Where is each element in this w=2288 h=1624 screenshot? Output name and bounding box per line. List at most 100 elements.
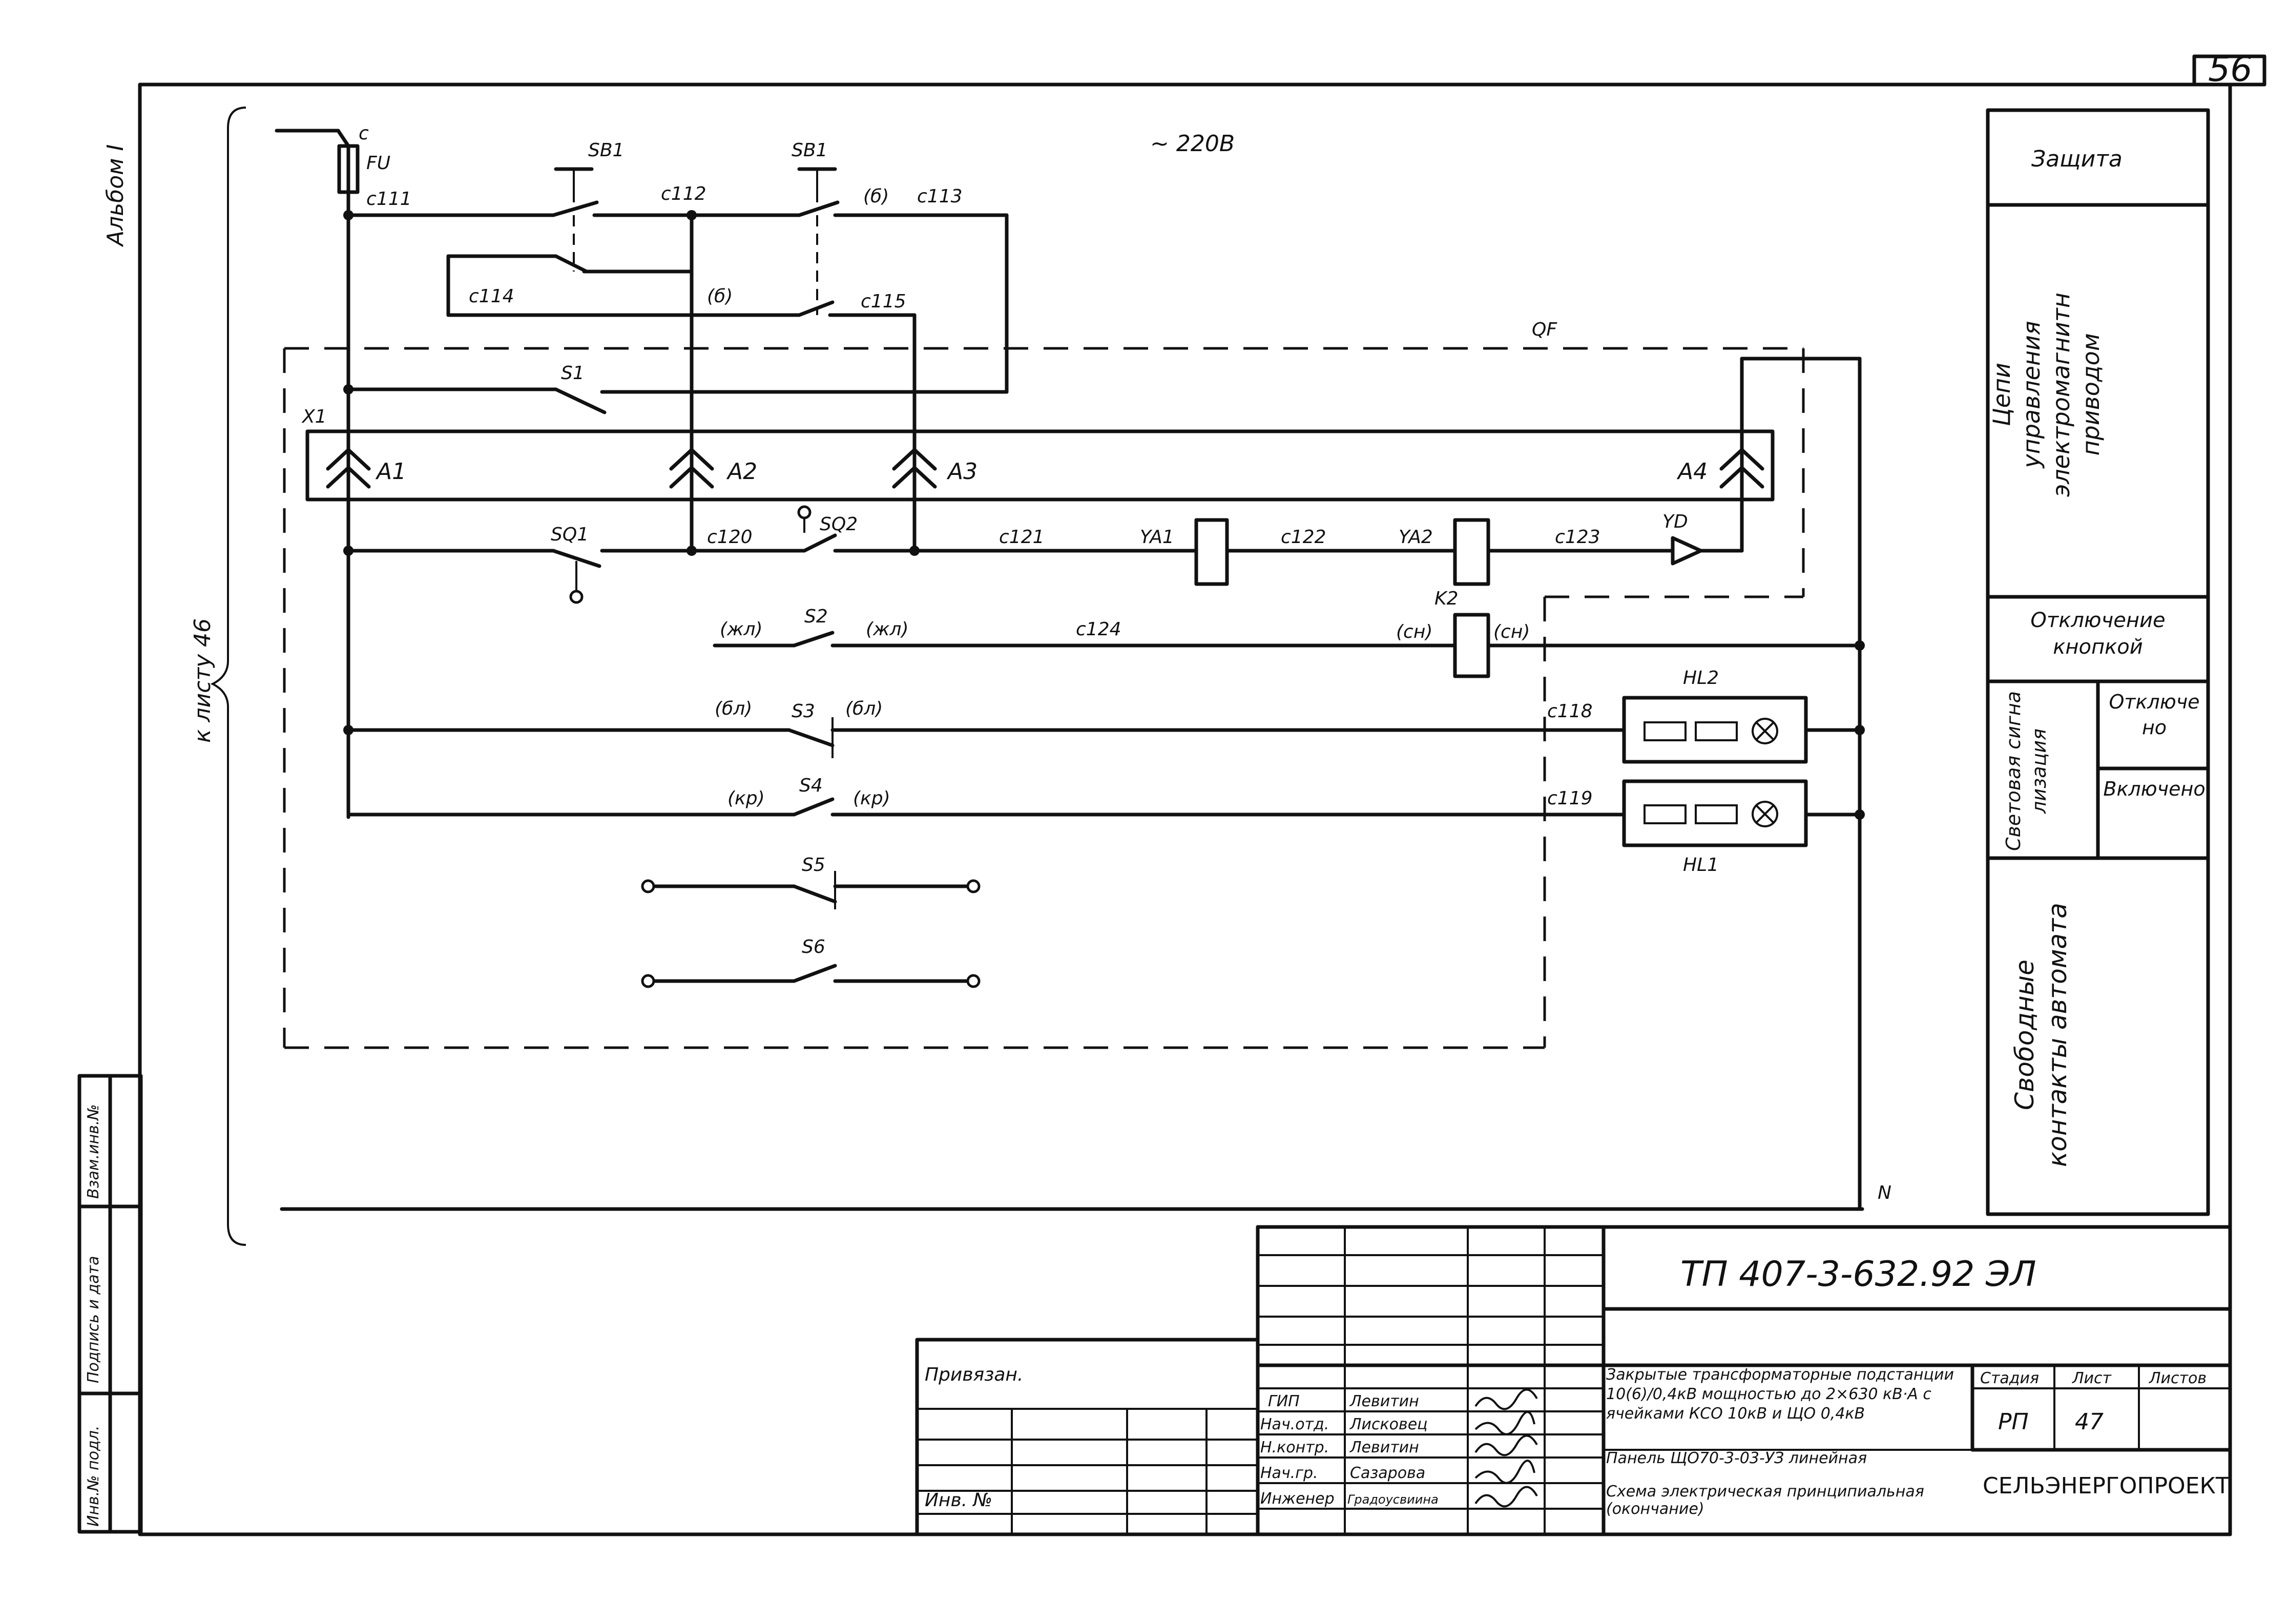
wire-kr-label: (кр) [853, 788, 890, 809]
junction-dot [343, 210, 353, 220]
wire-kr-label: (кр) [727, 788, 765, 809]
legend-control: Цепи управления электромагнитным приводо… [1988, 292, 2105, 497]
role-gip: ГИП [1268, 1392, 1300, 1410]
album-label: Альбом I [102, 144, 129, 247]
sheet-reference-brace [210, 107, 246, 1246]
junction-dot [1855, 725, 1865, 735]
s6-label: S6 [802, 936, 825, 957]
legend-signal: Световая сигнализация [2002, 691, 2050, 851]
terminal-a4-label: A4 [1676, 459, 1708, 485]
wire-c120-label: с120 [707, 527, 753, 548]
name-engineer: Градоусвиина [1347, 1492, 1439, 1507]
hl2-label: HL2 [1683, 668, 1719, 689]
stage-value: РП [1998, 1409, 2029, 1435]
junction-dot [909, 546, 920, 556]
wire-b-label: (б) [707, 286, 733, 307]
voltage-label: ~ 220В [1150, 131, 1235, 157]
x1-label: X1 [301, 406, 327, 427]
sb1-left-label: SB1 [588, 140, 624, 161]
role-head-group: Нач.гр. [1260, 1464, 1318, 1482]
left-stamp-strip [77, 1074, 143, 1534]
coil-ya2 [1453, 518, 1490, 586]
legend-off: Отключено [2109, 691, 2200, 739]
sq2-label: SQ2 [820, 514, 858, 535]
page-number: 56 [2208, 49, 2253, 90]
junction-dot [343, 384, 353, 394]
legend-protection: Защита [2031, 146, 2123, 172]
s3-label: S3 [792, 701, 815, 722]
ya2-label: YA2 [1399, 527, 1433, 548]
wire-sn-label: (сн) [1396, 621, 1432, 642]
stamp-field-signature: Подпись и дата [85, 1256, 102, 1384]
yd-label: YD [1662, 511, 1688, 532]
sb1-right-label: SB1 [792, 140, 827, 161]
name-head-dept: Лисковец [1349, 1415, 1428, 1433]
lamp-hl2 [1622, 696, 1808, 764]
terminal-a3-label: A3 [946, 459, 977, 485]
phase-label: с [359, 123, 369, 144]
s4-label: S4 [799, 775, 823, 796]
switch-s6 [646, 964, 975, 983]
switch-s5 [646, 871, 975, 909]
wire-c119-label: с119 [1547, 788, 1593, 809]
project-title: Закрытые трансформаторные подстанции 10(… [1606, 1366, 1954, 1423]
sheet-number: 47 [2075, 1409, 2104, 1435]
terminal-point [641, 974, 655, 988]
sheet-title: Схема электрическая принципиальная (окон… [1606, 1483, 1924, 1518]
signal-off-circuit [346, 717, 1862, 758]
wire-sn-label: (сн) [1493, 621, 1530, 642]
role-head-dept: Нач.отд. [1260, 1415, 1329, 1433]
wire-c123-label: с123 [1555, 527, 1600, 548]
wire-c121-label: с121 [999, 527, 1045, 548]
wire-b-label: (б) [863, 186, 889, 207]
stage-header: Стадия [1980, 1369, 2039, 1387]
organization: СЕЛЬЭНЕРГОПРОЕКТ [1983, 1473, 2230, 1499]
name-norm-control: Левитин [1349, 1439, 1419, 1456]
signature-marks [1474, 1388, 1538, 1508]
junction-dot [343, 546, 353, 556]
legend-on: Включено [2103, 778, 2206, 800]
junction-dot [343, 725, 353, 735]
wire-bl-label: (бл) [715, 698, 752, 719]
terminal-a1-label: A1 [375, 459, 406, 485]
wire-zhl-label: (жл) [720, 619, 763, 640]
qf-label: QF [1532, 319, 1557, 340]
hl1-label: HL1 [1683, 855, 1719, 876]
diode-yd [1671, 536, 1703, 566]
sheet-frame [138, 54, 2266, 1536]
wire-c118-label: с118 [1547, 701, 1593, 722]
power-rails [275, 129, 1864, 1211]
terminal-a2 [669, 448, 714, 489]
ya1-label: YA1 [1140, 527, 1174, 548]
signal-on-circuit [346, 797, 1862, 817]
wire-c112-label: с112 [661, 183, 706, 204]
terminal-a1 [326, 439, 371, 494]
terminal-point [966, 879, 981, 893]
legend-trip: Отключение кнопкой [2030, 609, 2166, 659]
sheet-header: Лист [2072, 1369, 2112, 1387]
legend-column [1986, 108, 2210, 1216]
name-head-group: Сазарова [1350, 1464, 1425, 1482]
role-engineer: Инженер [1260, 1490, 1335, 1508]
junction-dot [1855, 809, 1865, 820]
stamp-field-replaced: Взам.инв.№ [85, 1104, 102, 1199]
panel-name: Панель ЩО70-3-03-УЗ линейная [1606, 1450, 1867, 1467]
wire-c111-label: с111 [366, 189, 412, 210]
doc-code: ТП 407-3-632.92 ЭЛ [1680, 1254, 2036, 1295]
stamp-field-inv: Инв.№ подл. [85, 1426, 102, 1527]
coil-circuit [346, 517, 1744, 592]
lamp-hl1 [1622, 779, 1808, 847]
terminal-a4 [1719, 357, 1862, 553]
title-block [915, 1225, 2232, 1536]
s2-label: S2 [804, 606, 828, 627]
terminal-a3 [892, 448, 937, 489]
junction-dot [687, 546, 697, 556]
limit-switch-actuator [569, 590, 584, 604]
role-norm-control: Н.контр. [1260, 1439, 1329, 1456]
wire-c124-label: с124 [1076, 619, 1121, 640]
s1-label: S1 [561, 363, 585, 384]
name-gip: Левитин [1349, 1392, 1419, 1410]
wire-c114-label: с114 [469, 286, 514, 307]
relay-k2 [1453, 613, 1490, 678]
qf-enclosure [283, 347, 1805, 1049]
